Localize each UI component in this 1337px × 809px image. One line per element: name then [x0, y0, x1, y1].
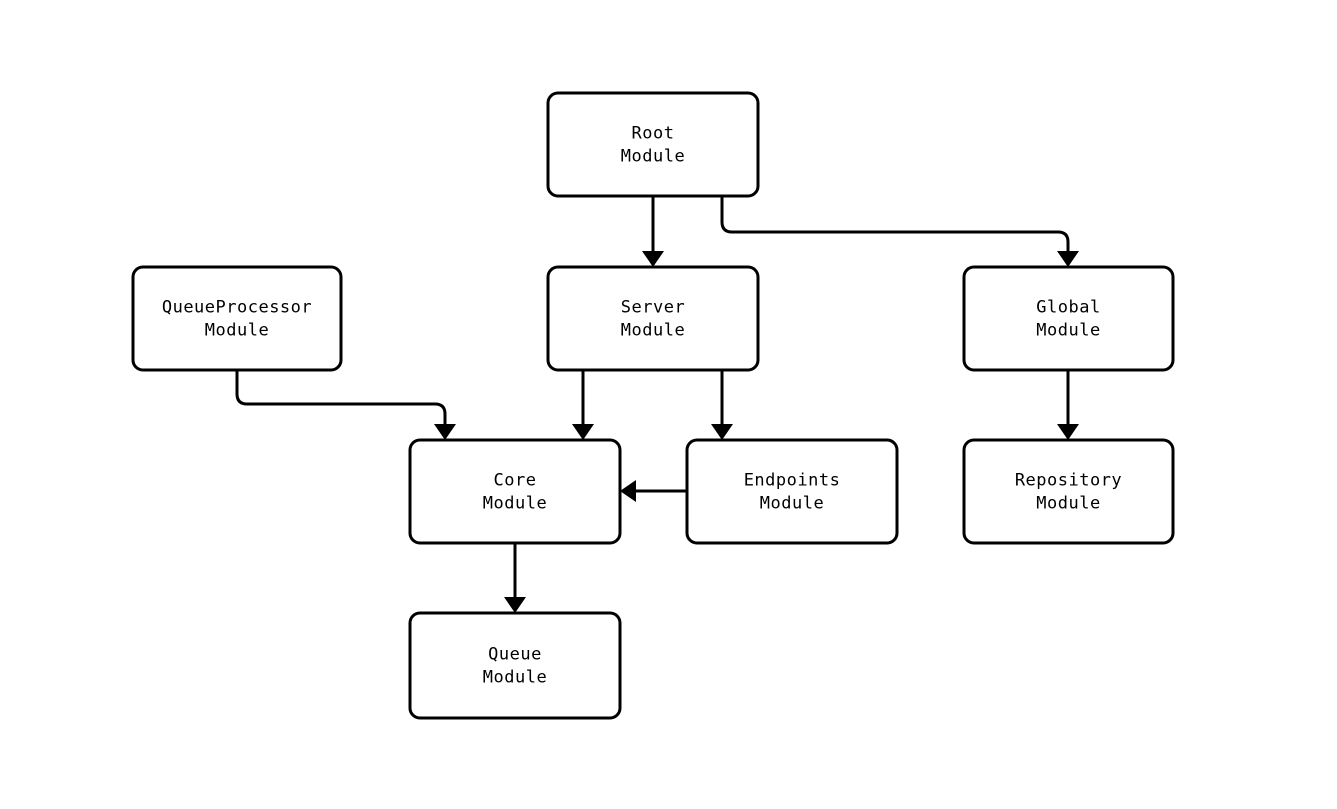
- root-module-node-label-line1: Root: [632, 124, 675, 144]
- edge-server-to-endpoints: [711, 370, 733, 440]
- queueprocessor-module-node-box[interactable]: [131, 265, 343, 372]
- server-module-node-label-line1: Server: [621, 298, 685, 318]
- root-module-node-label-line2: Module: [621, 147, 685, 167]
- edge-queueprocessor-to-core: [235, 370, 456, 440]
- global-module-node-box[interactable]: [962, 265, 1175, 372]
- edge-endpoints-to-core: [620, 480, 687, 502]
- nodes-layer: RootModuleQueueProcessorModuleServerModu…: [131, 91, 1175, 720]
- root-module-node-box[interactable]: [546, 91, 760, 198]
- edge-root-to-server: [642, 196, 664, 267]
- edge-core-to-queue-arrowhead-icon: [504, 597, 526, 613]
- edge-queueprocessor-to-core-arrowhead-icon: [434, 424, 456, 440]
- edge-global-to-repository-arrowhead-icon: [1057, 424, 1079, 440]
- edge-endpoints-to-core-arrowhead-icon: [620, 480, 636, 502]
- edge-server-to-endpoints-arrowhead-icon: [711, 424, 733, 440]
- edge-root-to-server-arrowhead-icon: [642, 251, 664, 267]
- core-module-node-label-line2: Module: [483, 494, 547, 514]
- edge-server-to-core-arrowhead-icon: [572, 424, 594, 440]
- edge-root-to-global-line: [720, 196, 1070, 251]
- global-module-node-label-line2: Module: [1036, 321, 1100, 341]
- edge-root-to-global: [720, 196, 1079, 267]
- edges-layer: [235, 196, 1079, 613]
- edge-global-to-repository: [1057, 370, 1079, 440]
- queue-module-node-box[interactable]: [408, 611, 622, 720]
- queue-module-node-label-line2: Module: [483, 668, 547, 688]
- repository-module-node-label-line1: Repository: [1015, 471, 1122, 491]
- server-module-node-box[interactable]: [546, 265, 760, 372]
- endpoints-module-node-label-line2: Module: [760, 494, 824, 514]
- server-module-node-label-line2: Module: [621, 321, 685, 341]
- queueprocessor-module-node-label-line2: Module: [205, 321, 269, 341]
- repository-module-node-label-line2: Module: [1036, 494, 1100, 514]
- global-module-node-label-line1: Global: [1036, 298, 1100, 318]
- core-module-node-box[interactable]: [408, 438, 622, 545]
- queueprocessor-module-node-label-line1: QueueProcessor: [162, 298, 312, 318]
- edge-queueprocessor-to-core-line: [235, 370, 447, 424]
- core-module-node-label-line1: Core: [494, 471, 537, 491]
- repository-module-node-box[interactable]: [962, 438, 1175, 545]
- queue-module-node-label-line1: Queue: [488, 645, 542, 665]
- edge-root-to-global-arrowhead-icon: [1057, 251, 1079, 267]
- edge-server-to-core: [572, 370, 594, 440]
- edge-core-to-queue: [504, 543, 526, 613]
- endpoints-module-node-label-line1: Endpoints: [744, 471, 841, 491]
- endpoints-module-node-box[interactable]: [685, 438, 899, 545]
